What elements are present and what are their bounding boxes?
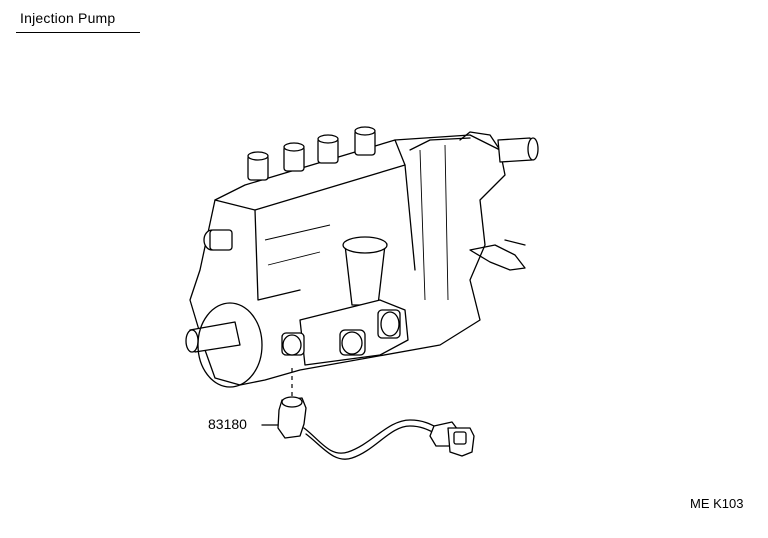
reference-code: ME K103 <box>690 496 744 511</box>
pump-cylinder <box>342 236 388 306</box>
pump-body <box>189 131 526 386</box>
sensor-housing <box>281 299 409 366</box>
part-number-label: 83180 <box>208 416 247 432</box>
delivery-valve-holders <box>247 126 376 181</box>
wire-connector <box>429 421 475 457</box>
sensor-part <box>261 396 307 439</box>
front-shaft <box>185 229 263 388</box>
sensor-wire <box>303 419 447 460</box>
drive-shaft <box>497 137 539 163</box>
title-underline <box>16 32 140 33</box>
diagram-title: Injection Pump <box>20 10 116 26</box>
